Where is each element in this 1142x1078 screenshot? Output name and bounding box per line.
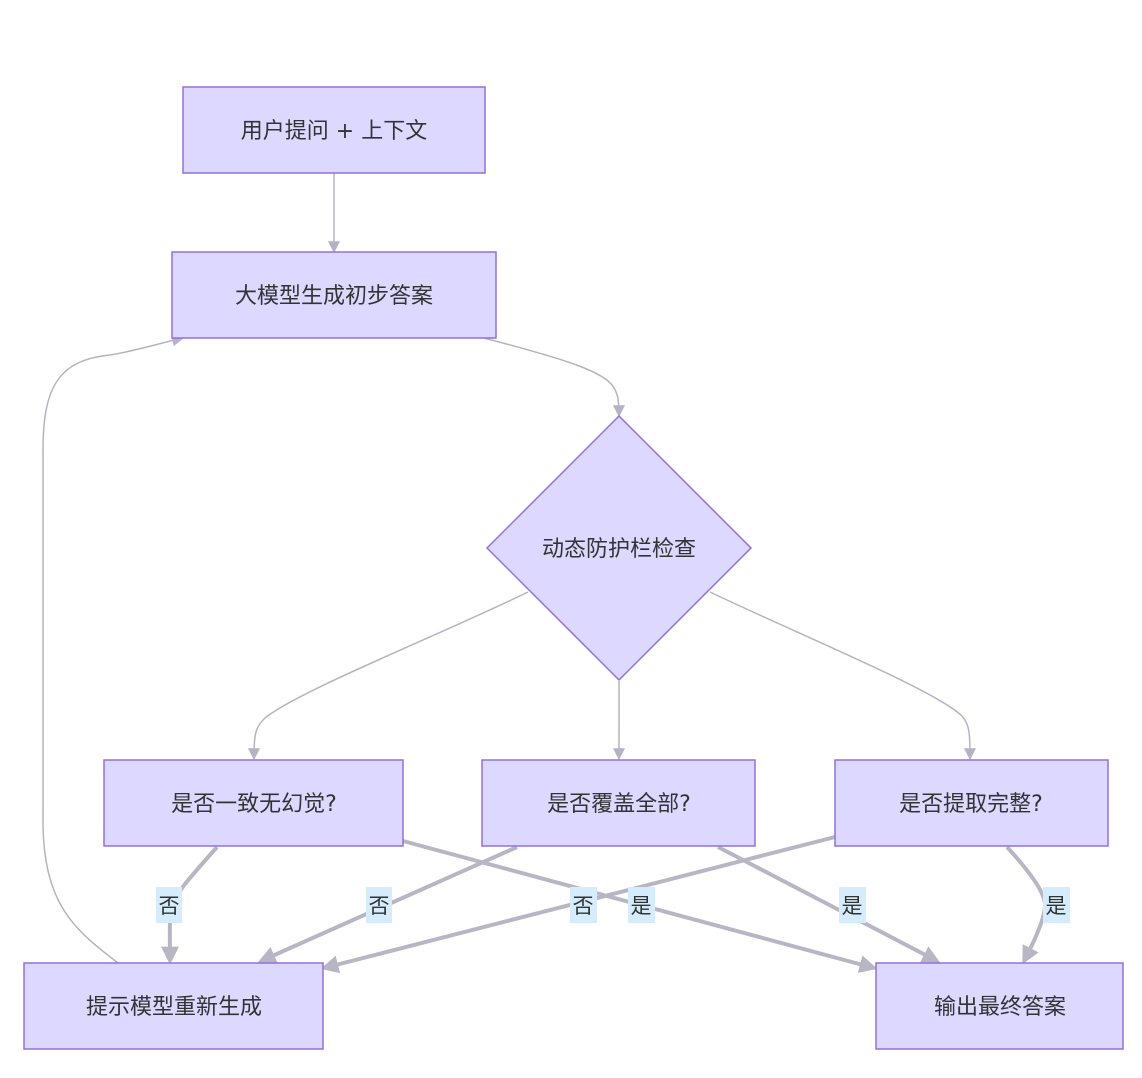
node-user-input: 用户提问 + 上下文 <box>182 86 486 174</box>
node-check-coverage: 是否覆盖全部? <box>481 759 756 847</box>
node-check-consistency-label: 是否一致无幻觉? <box>171 792 337 817</box>
edge-label-extraction-no-text: 否 <box>573 894 594 918</box>
edge-llm-to-guardrail <box>483 337 625 418</box>
edge-label-extraction-no: 否 <box>570 887 597 923</box>
node-check-coverage-label: 是否覆盖全部? <box>547 792 691 817</box>
node-check-consistency: 是否一致无幻觉? <box>103 759 404 847</box>
node-regenerate-label: 提示模型重新生成 <box>86 995 262 1020</box>
node-llm-generate: 大模型生成初步答案 <box>171 251 497 339</box>
node-final-answer-label: 输出最终答案 <box>934 995 1066 1020</box>
node-guardrail-check: 动态防护栏检查 <box>485 414 753 682</box>
edge-label-coverage-no: 否 <box>366 887 392 923</box>
node-final-answer: 输出最终答案 <box>875 962 1124 1050</box>
edge-label-coverage-yes: 是 <box>839 887 866 923</box>
node-regenerate: 提示模型重新生成 <box>23 962 324 1050</box>
edge-label-consistency-no-text: 否 <box>159 894 180 918</box>
node-check-extraction: 是否提取完整? <box>834 759 1109 847</box>
edge-extraction-yes-to-final <box>1005 845 1048 965</box>
edge-guardrail-to-consistency <box>248 591 529 761</box>
edge-label-coverage-yes-text: 是 <box>842 894 863 918</box>
node-guardrail-check-label: 动态防护栏检查 <box>542 537 696 562</box>
node-user-input-label: 用户提问 + 上下文 <box>241 119 427 144</box>
edge-regenerate-to-llm <box>42 334 185 964</box>
edge-guardrail-to-extraction <box>709 591 976 761</box>
edge-label-consistency-yes-text: 是 <box>631 894 652 918</box>
node-llm-generate-label: 大模型生成初步答案 <box>235 284 433 309</box>
edge-coverage-yes-to-final <box>717 845 941 963</box>
edge-label-consistency-no: 否 <box>156 887 182 923</box>
edge-label-extraction-yes-text: 是 <box>1046 894 1067 918</box>
edge-label-consistency-yes: 是 <box>628 887 655 923</box>
edge-label-extraction-yes: 是 <box>1043 887 1070 923</box>
edge-label-coverage-no-text: 否 <box>369 894 390 918</box>
node-check-extraction-label: 是否提取完整? <box>899 792 1043 817</box>
